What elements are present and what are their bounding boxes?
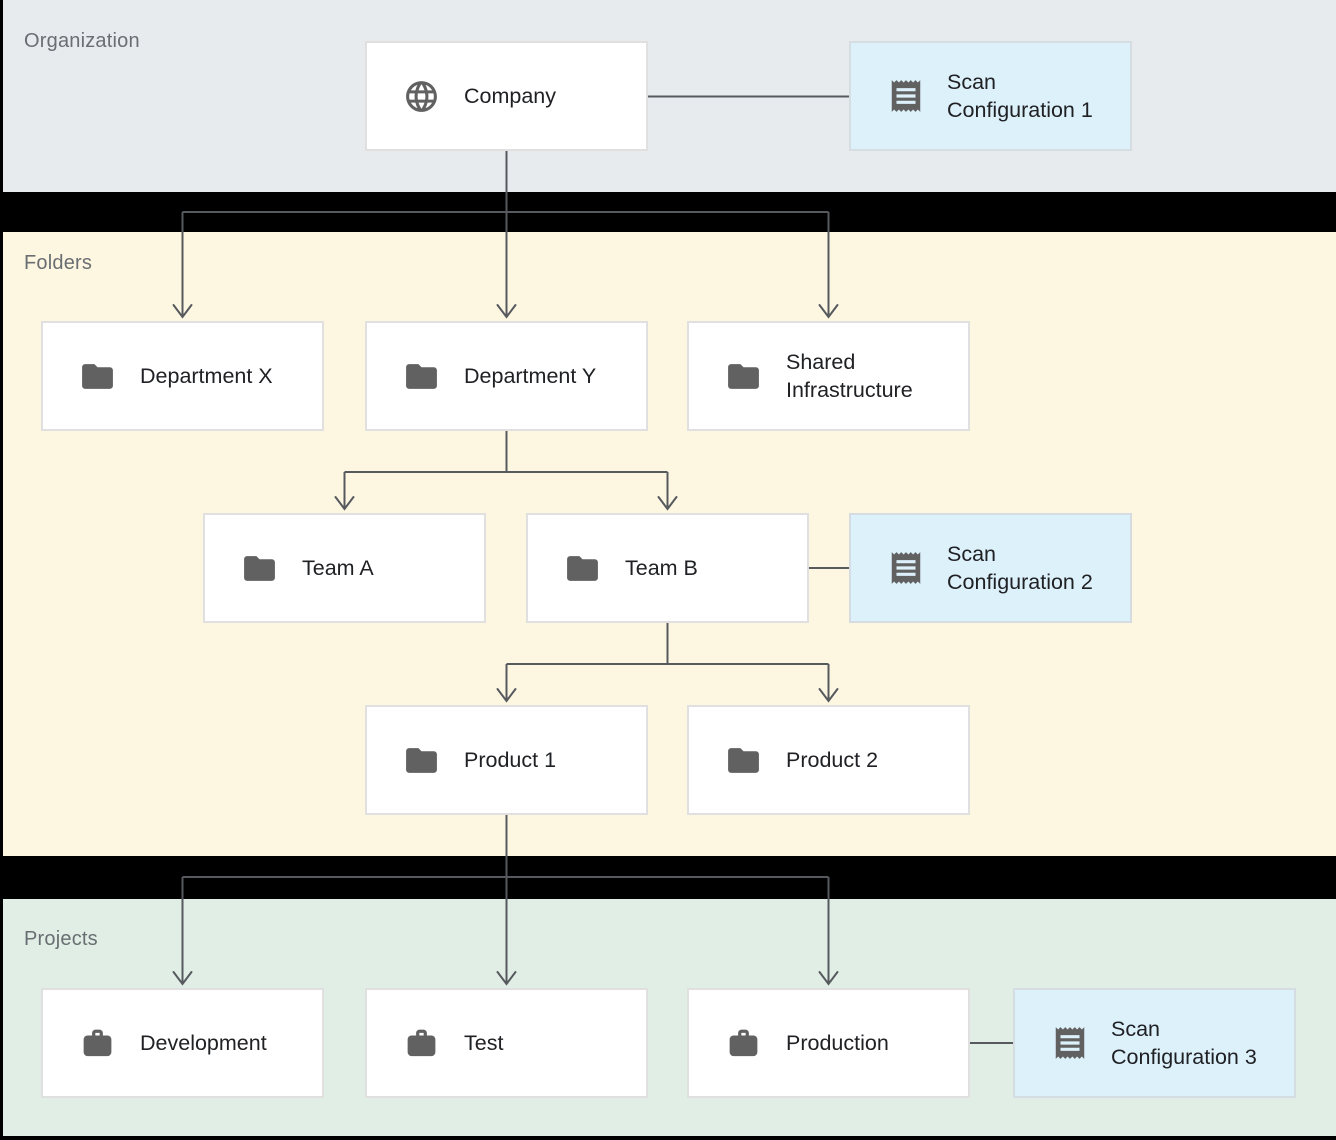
- node-scan-config-3: Scan Configuration 3: [1013, 988, 1296, 1098]
- node-label: Shared Infrastructure: [786, 349, 913, 402]
- node-company: Company: [365, 41, 648, 151]
- node-label: Test: [464, 1030, 504, 1055]
- node-label: Product 2: [786, 747, 879, 772]
- node-development: Development: [41, 988, 324, 1098]
- folder-icon: [564, 550, 601, 587]
- node-team-a: Team A: [203, 513, 486, 623]
- node-department-y: Department Y: [365, 321, 648, 431]
- node-team-b: Team B: [526, 513, 809, 623]
- globe-icon: [403, 78, 440, 115]
- folder-icon: [403, 742, 440, 779]
- node-shared-infrastructure: Shared Infrastructure: [687, 321, 970, 431]
- section-label-organization: Organization: [24, 30, 140, 52]
- section-label-folders: Folders: [24, 252, 93, 274]
- node-test: Test: [365, 988, 648, 1098]
- node-label: Department Y: [464, 363, 597, 388]
- node-product-1: Product 1: [365, 705, 648, 815]
- folder-icon: [725, 358, 762, 395]
- node-department-x: Department X: [41, 321, 324, 431]
- node-scan-config-1: Scan Configuration 1: [849, 41, 1132, 151]
- briefcase-icon: [725, 1025, 762, 1062]
- node-product-2: Product 2: [687, 705, 970, 815]
- folder-icon: [403, 358, 440, 395]
- briefcase-icon: [403, 1025, 440, 1062]
- folder-icon: [241, 550, 278, 587]
- node-label: Scan Configuration 2: [947, 541, 1093, 594]
- node-label: Team A: [302, 555, 374, 580]
- folder-icon: [725, 742, 762, 779]
- node-scan-config-2: Scan Configuration 2: [849, 513, 1132, 623]
- organization-section: [3, 0, 1336, 192]
- node-label: Scan Configuration 1: [947, 69, 1093, 122]
- node-label: Company: [464, 83, 557, 108]
- node-production: Production: [687, 988, 970, 1098]
- receipt-icon: [887, 75, 925, 117]
- node-label: Product 1: [464, 747, 557, 772]
- folder-icon: [79, 358, 116, 395]
- node-label: Team B: [625, 555, 698, 580]
- node-label: Scan Configuration 3: [1111, 1016, 1257, 1069]
- node-label: Department X: [140, 363, 273, 388]
- node-label: Development: [140, 1030, 267, 1055]
- briefcase-icon: [79, 1025, 116, 1062]
- section-label-projects: Projects: [24, 928, 98, 950]
- node-label: Production: [786, 1030, 889, 1055]
- receipt-icon: [1051, 1022, 1089, 1064]
- receipt-icon: [887, 547, 925, 589]
